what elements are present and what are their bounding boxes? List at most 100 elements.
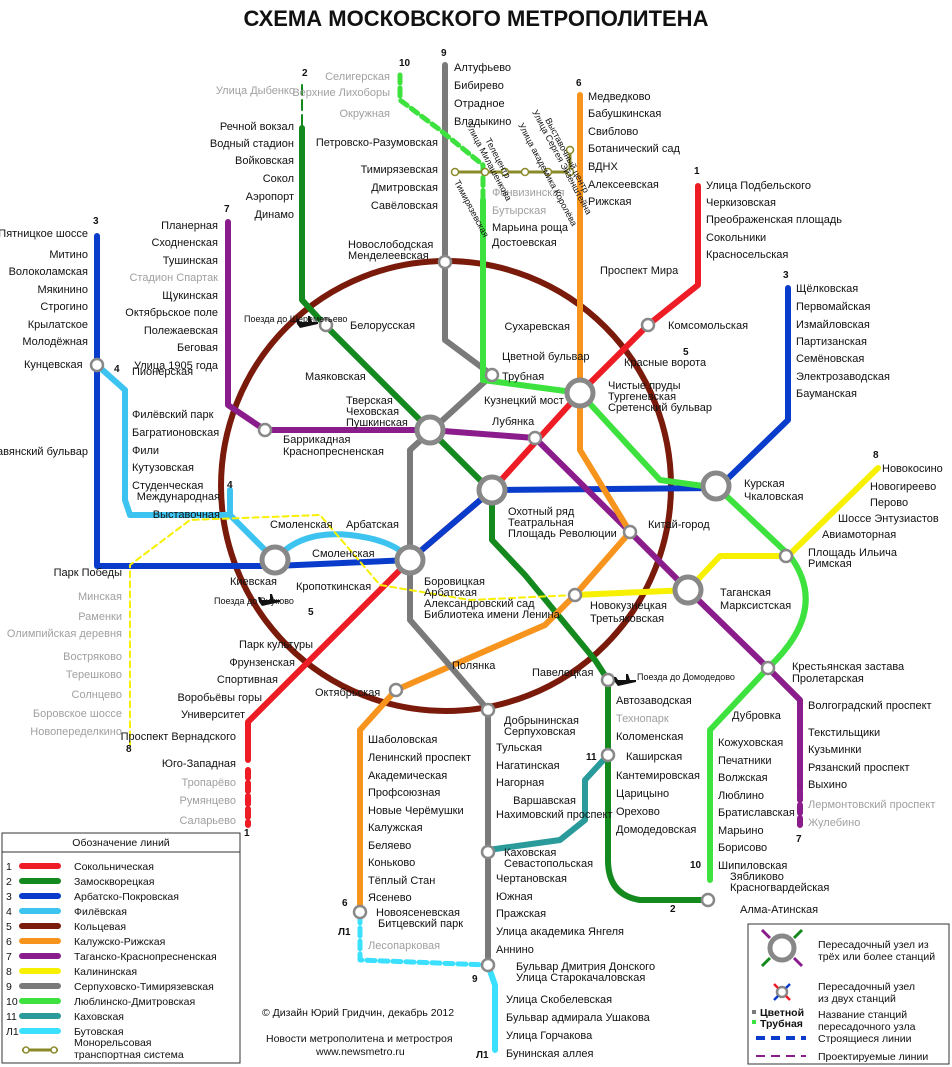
station-label[interactable]: Бульвар адмирала Ушакова [506,1012,651,1024]
station-label[interactable]: Славянский бульвар [0,446,88,458]
station-label[interactable]: Чкаловская [744,491,804,503]
station-label[interactable]: Минская [78,591,122,603]
station-label[interactable]: Первомайская [796,301,870,313]
station-label[interactable]: Партизанская [796,336,867,348]
station-label[interactable]: Нагорная [496,777,544,789]
station-label[interactable]: Аэропорт [246,191,294,203]
station-label[interactable]: Борисово [718,842,767,854]
station-label[interactable]: Щукинская [162,290,218,302]
station-label[interactable]: Марьина роща [492,222,569,234]
station-label[interactable]: Олимпийская деревня [7,628,122,640]
station-label[interactable]: Юго-Западная [162,758,236,770]
hub-okhotny[interactable] [476,474,508,506]
station-label[interactable]: Арбатская [346,519,399,531]
station-label[interactable]: Римская [808,558,852,570]
station-label[interactable]: Улица Старокачаловская [516,972,645,984]
station-label[interactable]: Саларьево [179,815,236,827]
station-label[interactable]: Сокольники [706,232,766,244]
station-label[interactable]: Шипиловская [718,860,787,872]
station-label[interactable]: Беговая [177,342,218,354]
station-label[interactable]: Театральная [508,517,574,529]
station-label[interactable]: Курская [744,478,785,490]
station-label[interactable]: Охотный ряд [508,506,575,518]
station-label[interactable]: Владыкино [454,116,511,128]
station-label[interactable]: Солнцево [72,689,122,701]
station-label[interactable]: Преображенская площадь [706,214,842,226]
station-label[interactable]: Улица академика Янгеля [496,926,624,938]
station-label[interactable]: Студенческая [132,480,203,492]
station-label[interactable]: Молодёжная [22,336,88,348]
station-label[interactable]: Савёловская [371,200,438,212]
station-label[interactable]: Новослободская [348,239,433,251]
station-label[interactable]: Марксистская [720,600,791,612]
legend-line-name[interactable]: Калининская [74,966,137,978]
station-label[interactable]: Печатники [718,755,771,767]
station-label[interactable]: Улица 1905 года [134,360,219,372]
station-label[interactable]: Тропарёво [182,777,236,789]
station-label[interactable]: Водный стадион [210,138,294,150]
station-label[interactable]: Академическая [368,770,447,782]
station-label[interactable]: Пионерская [132,366,193,378]
station-label[interactable]: Фонвизинская [492,187,564,199]
station-label[interactable]: Верхние Лихоборы [292,87,390,99]
station-label[interactable]: Черкизовская [706,197,776,209]
station-label[interactable]: Жулебино [808,817,860,829]
station-label[interactable]: Кунцевская [24,359,83,371]
station-label[interactable]: Тёплый Стан [368,875,435,887]
station-label[interactable]: Мякинино [38,284,89,296]
station-label[interactable]: Братиславская [718,807,795,819]
station-label[interactable]: Улица Скобелевская [506,994,612,1006]
station-label[interactable]: Боровицкая [424,576,485,588]
station-label[interactable]: Международная [137,491,220,503]
station-label[interactable]: Смоленская [312,548,375,560]
station-label[interactable]: Измайловская [796,319,870,331]
station-label[interactable]: Румянцево [180,795,236,807]
hub-chistye[interactable] [564,377,596,409]
station-label[interactable]: Октябрьское поле [125,307,218,319]
station-label[interactable]: Менделеевская [348,250,429,262]
legend-line-name[interactable]: Сокольническая [74,861,154,873]
station-label[interactable]: Ботанический сад [588,143,680,155]
station-label[interactable]: Таганская [720,587,771,599]
legend-line-name[interactable]: Кольцевая [74,921,126,933]
hub-arbatskaya[interactable] [394,544,426,576]
station-label[interactable]: Киевская [230,576,277,588]
station-label[interactable]: Тульская [496,742,542,754]
hub-taganskaya[interactable] [672,574,704,606]
station-label[interactable]: Варшавская [513,795,576,807]
station-label[interactable]: Новопеределкино [30,726,122,738]
station-label[interactable]: Серпуховская [504,726,576,738]
station-label[interactable]: Красные ворота [624,357,707,369]
station-label[interactable]: Алтуфьево [454,62,511,74]
station-label[interactable]: Нагатинская [496,760,560,772]
station-label[interactable]: Строгино [40,301,88,313]
station-label[interactable]: Терешково [66,669,122,681]
station-label[interactable]: Комсомольская [668,320,748,332]
station-label[interactable]: Кропоткинская [296,581,371,593]
station-label[interactable]: Свиблово [588,126,638,138]
legend-line-name[interactable]: Каховская [74,1011,124,1023]
station-label[interactable]: Кузьминки [808,744,861,756]
station-label[interactable]: Лубянка [492,416,535,428]
station-label[interactable]: Домодедовская [616,824,696,836]
station-label[interactable]: ВДНХ [588,161,618,173]
station-label[interactable]: Коломенская [616,731,683,743]
station-label[interactable]: Чеховская [346,406,399,418]
station-label[interactable]: Технопарк [616,713,669,725]
station-label[interactable]: Профсоюзная [368,787,440,799]
station-label[interactable]: Сокол [263,173,294,185]
station-label[interactable]: Войковская [235,155,294,167]
station-label[interactable]: Библиотека имени Ленина [424,609,561,621]
station-label[interactable]: Раменки [78,611,122,623]
station-label[interactable]: Новокосино [882,463,943,475]
station-label[interactable]: Белорусская [350,320,415,332]
station-label[interactable]: Тургеневская [608,391,676,403]
station-label[interactable]: Аннино [496,944,534,956]
station-label[interactable]: Полежаевская [144,325,218,337]
legend-line-name[interactable]: Таганско-Краснопресненская [74,951,217,963]
station-label[interactable]: Ясенево [368,892,412,904]
legend-line-name[interactable]: Калужско-Рижская [74,936,165,948]
station-label[interactable]: Чистые пруды [608,380,681,392]
station-label[interactable]: Бутырская [492,205,546,217]
station-label[interactable]: Орехово [616,806,660,818]
